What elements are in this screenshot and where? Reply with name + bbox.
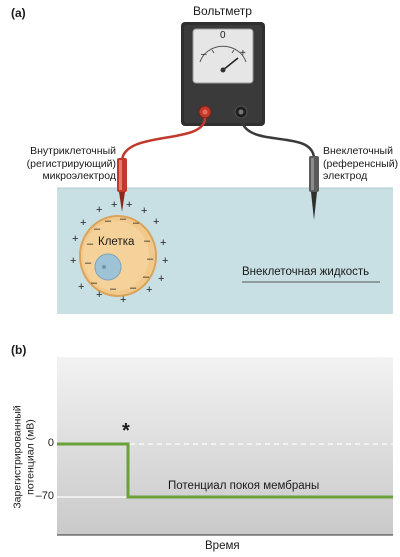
svg-text:–: – <box>91 277 98 289</box>
svg-text:+: + <box>162 255 168 267</box>
panel-b-chart <box>57 357 393 536</box>
trace-label: Потенциал покоя мембраны <box>168 480 320 492</box>
svg-text:+: + <box>126 199 132 211</box>
svg-text:–: – <box>144 235 151 247</box>
svg-text:+: + <box>160 237 166 249</box>
svg-text:+: + <box>153 216 159 228</box>
svg-text:+: + <box>96 204 102 216</box>
fluid-label: Внеклеточная жидкость <box>242 266 370 278</box>
svg-text:–: – <box>133 217 140 229</box>
svg-text:+: + <box>72 233 78 245</box>
extracellular-electrode-label: Внеклеточный (референсный) электрод <box>323 145 399 182</box>
svg-text:+: + <box>78 281 84 293</box>
extracellular-electrode <box>309 156 319 220</box>
outer-plus-charges: ++++ ++++ ++++ +++ <box>70 199 168 306</box>
x-axis-label: Время <box>205 540 240 552</box>
dial-zero-label: 0 <box>220 30 226 41</box>
dial-plus-label: + <box>240 48 246 59</box>
cell-label: Клетка <box>98 236 135 248</box>
svg-text:–: – <box>143 271 150 283</box>
svg-text:+: + <box>158 273 164 285</box>
svg-text:–: – <box>110 283 117 295</box>
svg-text:–: – <box>94 223 101 235</box>
potential-trace <box>57 442 393 499</box>
insertion-marker: * <box>122 420 130 442</box>
intracellular-electrode-label: Внутриклеточный (регистрирующий) микроэл… <box>26 145 116 182</box>
svg-text:–: – <box>105 215 112 227</box>
black-lead <box>239 117 316 159</box>
svg-text:+: + <box>70 255 76 267</box>
panel-a-label: (a) <box>11 6 26 20</box>
nucleus <box>94 253 122 281</box>
dial-needle <box>222 57 239 71</box>
intracellular-microelectrode <box>117 158 127 212</box>
svg-text:+: + <box>120 294 126 306</box>
plot-area <box>57 357 393 535</box>
svg-text:+: + <box>146 284 152 296</box>
panel-a-diagram: ++++ ++++ ++++ +++ ––– ––– ––– ––– <box>57 22 393 314</box>
tick-neg70: –70 <box>35 490 54 502</box>
svg-text:–: – <box>147 253 154 265</box>
voltmeter-dial <box>192 28 254 84</box>
voltmeter-title: Вольтметр <box>193 4 252 18</box>
svg-text:–: – <box>120 213 127 225</box>
cell <box>79 215 157 297</box>
svg-text:+: + <box>111 199 117 211</box>
svg-text:–: – <box>85 257 92 269</box>
svg-text:+: + <box>80 217 86 229</box>
y-axis-label: Зарегистрированный потенциал (мВ) <box>11 405 37 509</box>
svg-text:–: – <box>130 282 137 294</box>
svg-text:–: – <box>87 238 94 250</box>
voltmeter <box>181 22 265 126</box>
inner-minus-charges: ––– ––– ––– ––– <box>85 213 154 295</box>
panel-b-label: (b) <box>11 343 27 357</box>
tick-0: 0 <box>47 437 54 449</box>
svg-text:+: + <box>96 289 102 301</box>
dial-minus-label: – <box>201 49 207 60</box>
svg-text:+: + <box>141 205 147 217</box>
red-lead <box>120 117 207 161</box>
